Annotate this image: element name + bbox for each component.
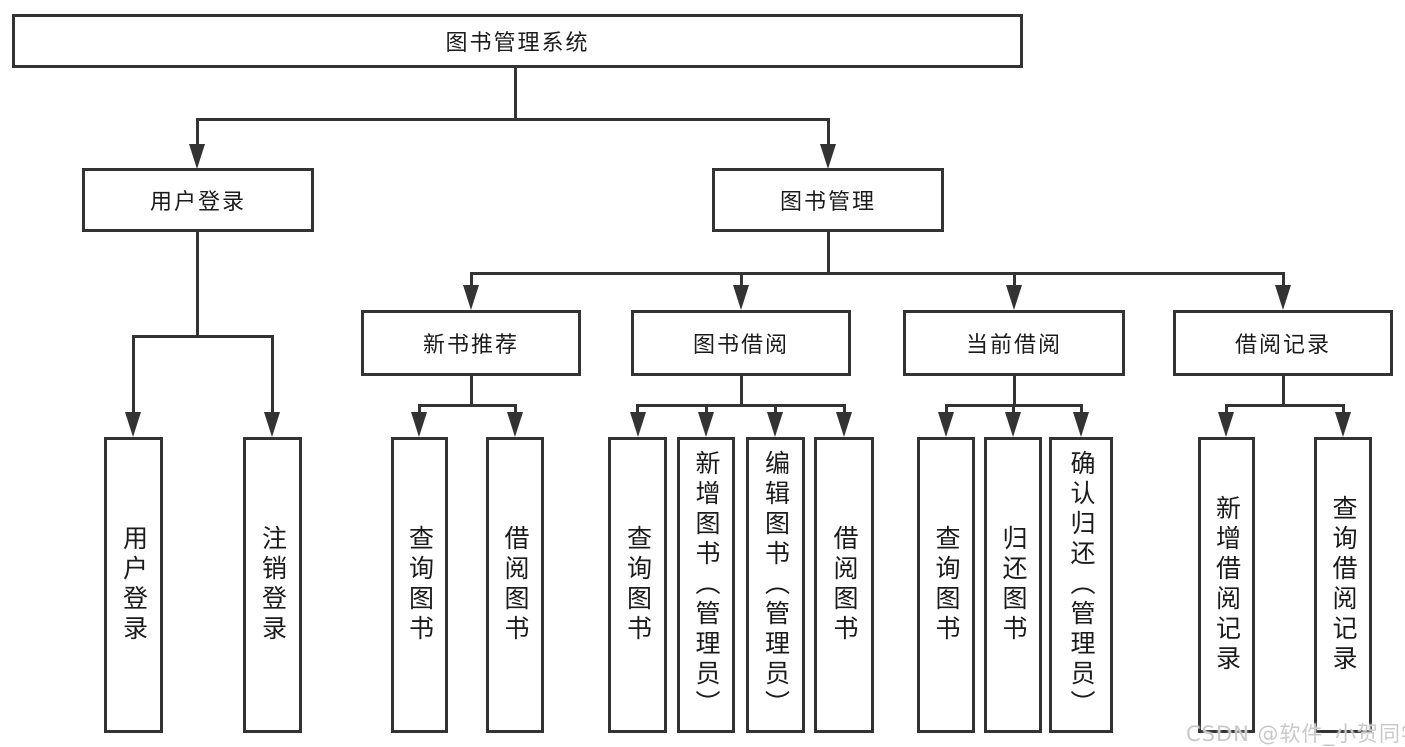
- leaf-query-borrow-record: 查询借阅记录: [1314, 437, 1372, 733]
- leaf-label: 借阅图书: [501, 525, 530, 645]
- connector-vline: [774, 404, 777, 414]
- connector-vline: [514, 404, 517, 414]
- connector-vline: [827, 118, 830, 146]
- connector-vline: [1013, 376, 1016, 407]
- csdn-watermark: CSDN @软件_小贺同学: [1186, 722, 1405, 746]
- arrow-down-icon: [938, 412, 954, 437]
- leaf-borrow-query-books: 查询图书: [608, 437, 667, 733]
- arrow-down-icon: [820, 144, 836, 169]
- connector-vline: [418, 404, 421, 414]
- leaf-label: 新增图书（管理员）: [692, 450, 721, 720]
- connector-vline: [740, 272, 743, 287]
- leaf-label: 用户登录: [119, 525, 149, 645]
- connector-vline: [132, 335, 135, 414]
- connector-vline: [827, 232, 830, 275]
- connector-vline: [1013, 272, 1016, 287]
- node-label: 新书推荐: [422, 333, 519, 358]
- arrow-down-icon: [463, 285, 479, 310]
- connector-vline: [1282, 376, 1285, 407]
- leaf-label: 确认归还（管理员）: [1067, 450, 1096, 720]
- node-book-management: 图书管理: [712, 168, 944, 232]
- leaf-edit-book-admin: 编辑图书（管理员）: [746, 437, 805, 733]
- leaf-label: 注销登录: [258, 525, 288, 645]
- connector-hline: [132, 335, 274, 338]
- connector-vline: [1282, 272, 1285, 287]
- connector-vline: [1012, 404, 1015, 414]
- arrow-down-icon: [1006, 285, 1022, 310]
- node-library-management-system: 图书管理系统: [12, 14, 1023, 68]
- connector-vline: [1080, 404, 1083, 414]
- leaf-confirm-return-admin: 确认归还（管理员）: [1049, 437, 1113, 733]
- arrow-down-icon: [836, 412, 852, 437]
- node-label: 用户登录: [149, 190, 246, 215]
- connector-vline: [196, 118, 199, 146]
- node-new-book-recommend: 新书推荐: [361, 310, 581, 376]
- arrow-down-icon: [507, 412, 523, 437]
- connector-hline: [197, 118, 830, 121]
- connector-vline: [514, 68, 517, 121]
- connector-hline: [1225, 404, 1344, 407]
- leaf-label: 查询借阅记录: [1329, 495, 1358, 675]
- node-label: 图书管理: [779, 190, 876, 215]
- connector-vline: [945, 404, 948, 414]
- leaf-label: 查询图书: [932, 525, 961, 645]
- leaf-label: 借阅图书: [830, 525, 859, 645]
- node-label: 当前借阅: [965, 333, 1062, 358]
- leaf-label: 新增借阅记录: [1212, 495, 1242, 675]
- arrow-down-icon: [125, 412, 141, 437]
- arrow-down-icon: [1005, 412, 1021, 437]
- leaf-label: 查询图书: [405, 525, 435, 645]
- arrow-down-icon: [698, 412, 714, 437]
- leaf-label: 归还图书: [999, 525, 1028, 645]
- arrow-down-icon: [1073, 412, 1089, 437]
- arrow-down-icon: [189, 144, 205, 169]
- leaf-recommend-query-books: 查询图书: [391, 437, 448, 733]
- node-current-borrow: 当前借阅: [903, 310, 1125, 376]
- leaf-logout: 注销登录: [243, 437, 302, 733]
- arrow-down-icon: [411, 412, 427, 437]
- connector-vline: [843, 404, 846, 414]
- arrow-down-icon: [1275, 285, 1291, 310]
- leaf-label: 查询图书: [623, 525, 653, 645]
- arrow-down-icon: [733, 285, 749, 310]
- leaf-user-login: 用户登录: [104, 437, 163, 733]
- connector-vline: [636, 404, 639, 414]
- node-book-borrow: 图书借阅: [631, 310, 851, 376]
- leaf-borrow-books: 借阅图书: [814, 437, 874, 733]
- connector-vline: [1342, 404, 1345, 414]
- connector-vline: [196, 232, 199, 338]
- connector-hline: [636, 404, 845, 407]
- leaf-add-book-admin: 新增图书（管理员）: [677, 437, 735, 733]
- leaf-return-books: 归还图书: [984, 437, 1042, 733]
- arrow-down-icon: [1218, 412, 1234, 437]
- connector-vline: [705, 404, 708, 414]
- leaf-recommend-borrow-books: 借阅图书: [486, 437, 544, 733]
- leaf-current-query-books: 查询图书: [917, 437, 975, 733]
- connector-vline: [470, 272, 473, 287]
- leaf-label: 编辑图书（管理员）: [761, 450, 791, 720]
- connector-vline: [740, 376, 743, 407]
- node-borrow-records: 借阅记录: [1173, 310, 1393, 376]
- arrow-down-icon: [264, 412, 280, 437]
- connector-vline: [271, 335, 274, 414]
- node-label: 借阅记录: [1234, 333, 1331, 358]
- arrow-down-icon: [630, 412, 646, 437]
- arrow-down-icon: [1335, 412, 1351, 437]
- leaf-add-borrow-record: 新增借阅记录: [1198, 437, 1255, 733]
- node-label: 图书管理系统: [445, 31, 590, 56]
- arrow-down-icon: [767, 412, 783, 437]
- node-label: 图书借阅: [692, 333, 789, 358]
- connector-vline: [1225, 404, 1228, 414]
- connector-vline: [470, 376, 473, 407]
- connector-hline: [419, 404, 516, 407]
- node-user-login: 用户登录: [82, 168, 314, 232]
- connector-hline: [470, 272, 1284, 275]
